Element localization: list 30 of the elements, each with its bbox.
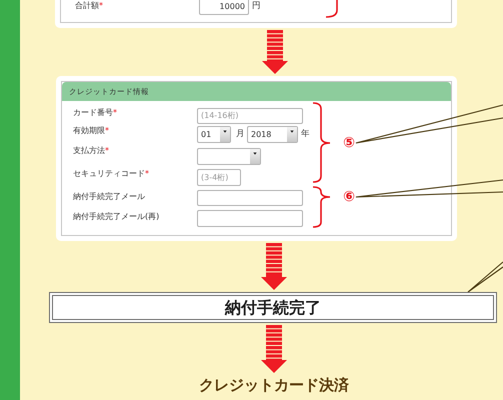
arrow [262, 30, 288, 74]
arrow [261, 325, 287, 373]
leader-line [467, 261, 503, 293]
input-field: 10000 [199, 0, 249, 15]
unit-label: 月 [236, 129, 245, 139]
unit-label: 年 [301, 129, 310, 139]
form-panel [56, 76, 457, 241]
field-label: 合計額* [75, 1, 103, 11]
input-field: (3-4桁) [197, 169, 241, 186]
leader-line [355, 104, 503, 144]
leader-line [355, 179, 503, 198]
field-label: カード番号* [73, 108, 117, 118]
input-field: (14-16桁) [197, 108, 303, 124]
unit-label: 円 [252, 1, 261, 11]
field-label: セキュリティコード* [73, 169, 149, 179]
select-field: 01 [197, 126, 231, 143]
input-field [197, 210, 303, 227]
field-label: 有効期限* [73, 126, 109, 136]
field-label: 支払方法* [73, 146, 109, 156]
callout-number: ⑤ [343, 134, 355, 152]
input-field [197, 190, 303, 206]
step-label: クレジットカード決済 [199, 375, 349, 395]
callout-number: ⑥ [343, 188, 355, 206]
field-label: 納付手続完了メール [73, 192, 145, 202]
select-field [197, 148, 261, 165]
step-banner: 納付手続完了 [49, 292, 497, 323]
select-field: 2018 [247, 126, 298, 143]
field-label: 納付手続完了メール(再) [73, 212, 160, 222]
form-panel [55, 0, 457, 28]
arrow [261, 243, 287, 290]
